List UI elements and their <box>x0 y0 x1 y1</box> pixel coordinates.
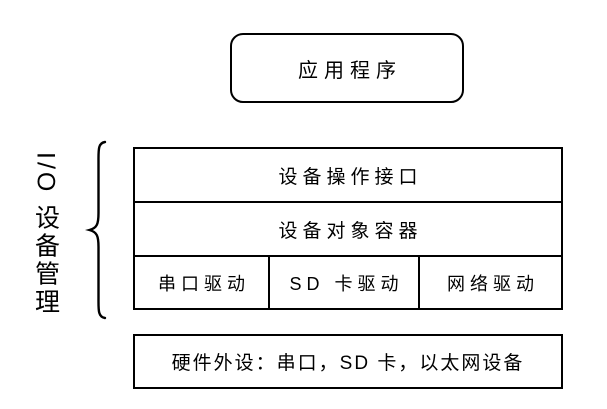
application-box: 应用程序 <box>230 33 464 103</box>
side-label-io-device-management: I/O 设备管理 <box>31 151 60 317</box>
layer-device-object-container: 设备对象容器 <box>135 203 561 257</box>
application-box-label: 应用程序 <box>298 59 402 82</box>
driver-cell-sdcard: SD 卡驱动 <box>270 257 420 308</box>
curly-brace <box>85 140 107 320</box>
layer-device-operation-interface: 设备操作接口 <box>135 149 561 203</box>
hardware-peripherals-box: 硬件外设：串口，SD 卡，以太网设备 <box>133 334 563 389</box>
driver-cell-serial: 串口驱动 <box>135 257 270 308</box>
driver-cell-network: 网络驱动 <box>447 273 539 294</box>
device-management-stack: 设备操作接口 设备对象容器 串口驱动 SD 卡驱动 网络驱动 <box>133 147 563 310</box>
driver-row: 串口驱动 SD 卡驱动 网络驱动 <box>135 257 561 308</box>
hardware-peripherals-label: 硬件外设：串口，SD 卡，以太网设备 <box>171 353 525 374</box>
layer-label: 设备操作接口 <box>278 166 423 188</box>
layer-label: 设备对象容器 <box>278 220 423 242</box>
